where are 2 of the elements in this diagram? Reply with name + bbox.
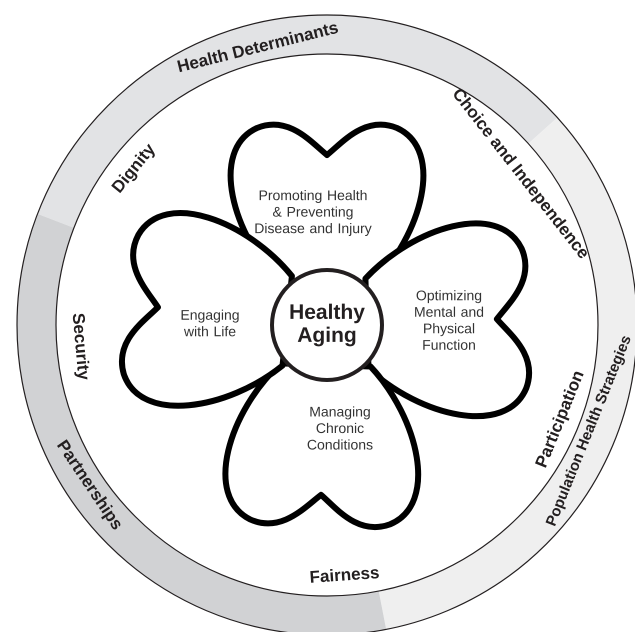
value-label: Security (72, 314, 90, 380)
value-label: Fairness (310, 568, 379, 583)
